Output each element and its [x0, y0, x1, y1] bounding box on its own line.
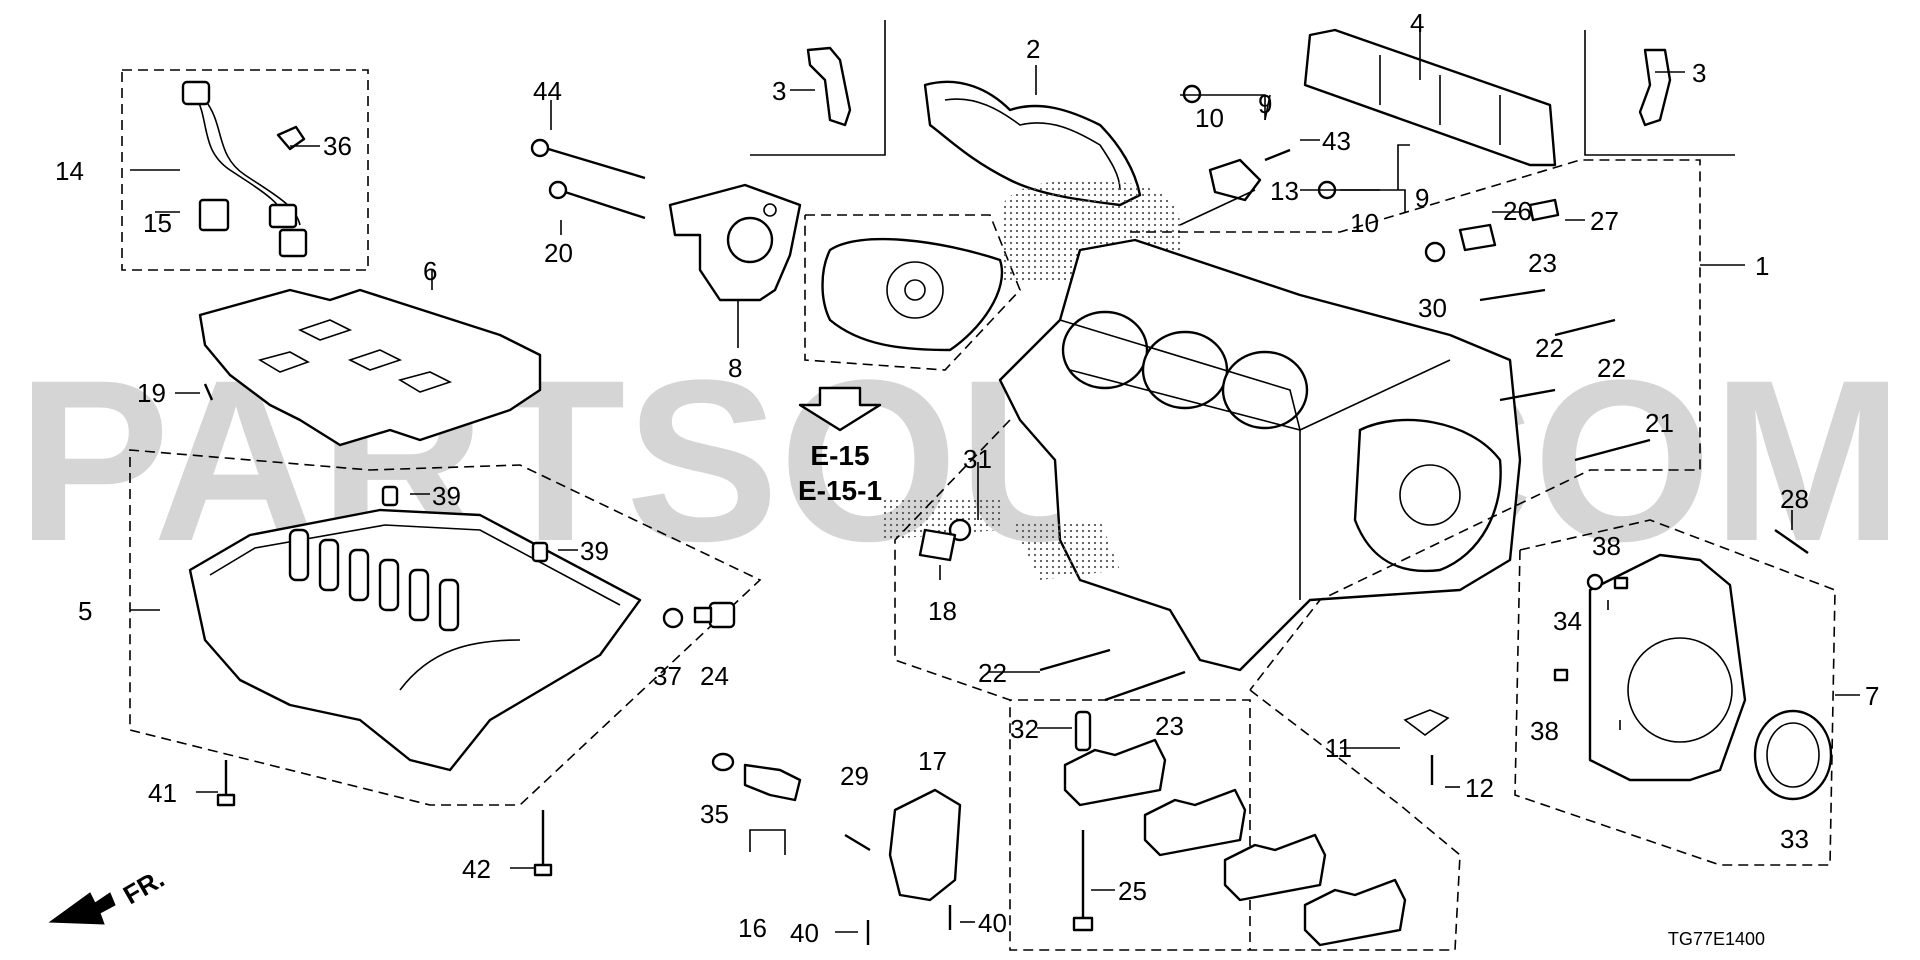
callout-34: 34 — [1553, 606, 1582, 636]
callout-22-lower: 22 — [978, 658, 1007, 688]
reference-arrow — [798, 386, 882, 432]
callout-3-left: 3 — [772, 76, 786, 106]
diagram-code: TG77E1400 — [1668, 929, 1765, 949]
callout-8: 8 — [728, 353, 742, 383]
callout-15: 15 — [143, 208, 172, 238]
callout-27: 27 — [1590, 206, 1619, 236]
drain-plug — [662, 601, 736, 629]
part-3-right-box — [1584, 30, 1735, 156]
callout-24: 24 — [700, 661, 729, 691]
callout-29: 29 — [840, 761, 869, 791]
leader-lines — [130, 30, 1793, 933]
callout-9-top: 9 — [1258, 89, 1272, 119]
callout-30: 30 — [1418, 293, 1447, 323]
timing-cover-gasket — [923, 80, 1142, 207]
part-3-left-box — [750, 20, 886, 156]
callout-23-lower: 23 — [1155, 711, 1184, 741]
callout-25: 25 — [1118, 876, 1147, 906]
callout-22-upper: 22 — [1535, 333, 1564, 363]
callout-41: 41 — [148, 778, 177, 808]
front-direction-label: FR. — [118, 863, 169, 910]
rail-part-4 — [1303, 28, 1557, 167]
callout-28: 28 — [1780, 484, 1809, 514]
callout-10-top: 10 — [1195, 103, 1224, 133]
bolts-40 — [866, 905, 952, 945]
front-direction-arrow — [48, 892, 116, 925]
oil-sensor-group — [711, 752, 962, 902]
callout-18: 18 — [928, 596, 957, 626]
callout-13: 13 — [1270, 176, 1299, 206]
reference-label-e15-1: E-15-1 — [798, 475, 882, 506]
callout-44: 44 — [533, 76, 562, 106]
callout-14: 14 — [55, 156, 84, 186]
callout-32: 32 — [1010, 714, 1039, 744]
callout-19: 19 — [137, 378, 166, 408]
callout-23-upper: 23 — [1528, 248, 1557, 278]
callout-39-bottom: 39 — [580, 536, 609, 566]
callout-10-mid: 10 — [1350, 208, 1379, 238]
callout-26: 26 — [1503, 196, 1532, 226]
callout-16: 16 — [738, 913, 767, 943]
callout-11: 11 — [1325, 733, 1352, 763]
callout-7: 7 — [1865, 681, 1879, 711]
callout-21: 21 — [1645, 408, 1674, 438]
engine-bracket — [668, 183, 802, 302]
water-pump-group — [804, 214, 1021, 371]
long-bolts-44-20 — [530, 138, 646, 220]
rear-cover-group — [1514, 519, 1836, 866]
callout-1: 1 — [1755, 251, 1769, 281]
callout-9-mid: 9 — [1415, 183, 1429, 213]
reference-label-e15: E-15 — [810, 440, 869, 471]
callout-38-bottom: 38 — [1530, 716, 1559, 746]
pan-bolts-41-42 — [216, 760, 553, 877]
callout-33: 33 — [1780, 824, 1809, 854]
callout-17: 17 — [918, 746, 947, 776]
harness-group-box — [121, 69, 369, 271]
callout-3-right: 3 — [1692, 58, 1706, 88]
callout-35: 35 — [700, 799, 729, 829]
callout-20: 20 — [544, 238, 573, 268]
small-fasteners — [203, 84, 1651, 785]
callout-6: 6 — [423, 256, 437, 286]
callout-38-top: 38 — [1592, 531, 1621, 561]
callout-40-right: 40 — [978, 908, 1007, 938]
callout-40-left: 40 — [790, 918, 819, 948]
callout-5: 5 — [78, 596, 92, 626]
baffle-plate — [198, 288, 542, 447]
callout-42: 42 — [462, 854, 491, 884]
callout-31: 31 — [963, 444, 992, 474]
engine-block — [880, 180, 1522, 672]
callout-12: 12 — [1465, 773, 1494, 803]
callout-4: 4 — [1410, 8, 1424, 38]
block-dashed-outline — [894, 159, 1745, 950]
oil-pan — [129, 449, 762, 806]
callout-2: 2 — [1026, 34, 1040, 64]
callout-37: 37 — [653, 661, 682, 691]
bearing-caps — [1009, 689, 1461, 951]
callout-22-right: 22 — [1597, 353, 1626, 383]
callout-36: 36 — [323, 131, 352, 161]
callout-39-top: 39 — [432, 481, 461, 511]
callout-labels: 1 2 3 3 4 5 6 7 8 9 9 10 10 11 12 13 14 … — [55, 8, 1879, 948]
studs-39 — [381, 485, 549, 563]
callout-43: 43 — [1322, 126, 1351, 156]
